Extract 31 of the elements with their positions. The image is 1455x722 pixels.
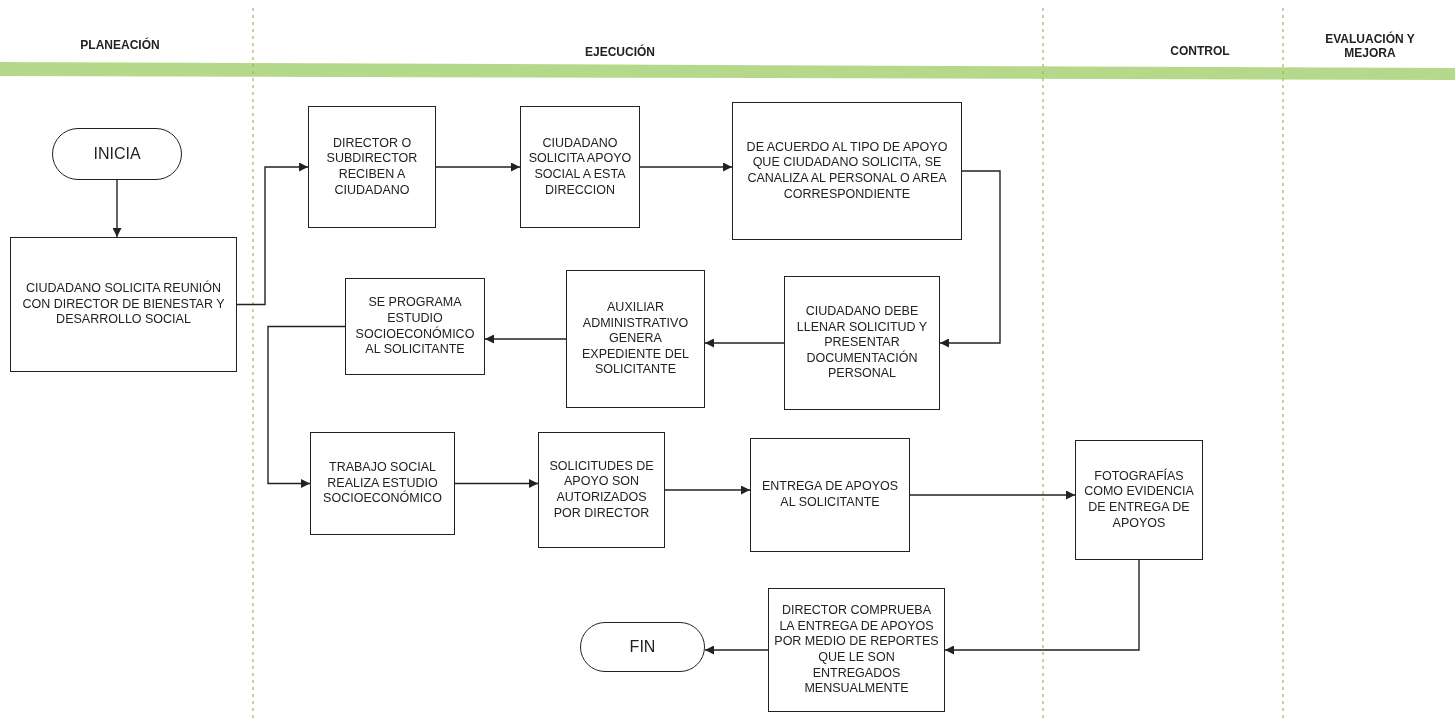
process-box: DE ACUERDO AL TIPO DE APOYO QUE CIUDADANO SOLICITA, SE CANALIZA AL PERSONAL O AREA CORRESPONDIENTE	[732, 102, 962, 240]
arrow	[664, 485, 751, 495]
lane-header: EJECUCIÓN	[584, 45, 656, 59]
arrow	[236, 162, 309, 306]
arrow	[939, 170, 1001, 348]
arrow	[484, 334, 567, 344]
arrow	[267, 325, 346, 488]
arrow	[454, 479, 539, 488]
terminal-pill: INICIA	[52, 128, 182, 180]
process-box: FOTOGRAFÍAS COMO EVIDENCIA DE ENTREGA DE APOYOS	[1075, 440, 1203, 560]
arrow	[112, 179, 122, 238]
process-box: AUXILIAR ADMINISTRATIVO GENERA EXPEDIENTE DEL SOLICITANTE	[566, 270, 705, 408]
process-box: ENTREGA DE APOYOS AL SOLICITANTE	[750, 438, 910, 552]
process-box: DIRECTOR O SUBDIRECTOR RECIBEN A CIUDADANO	[308, 106, 436, 228]
process-box: SE PROGRAMA ESTUDIO SOCIOECONÓMICO AL SOLICITANTE	[345, 278, 485, 375]
arrow	[435, 162, 521, 172]
lane-header: EVALUACIÓN Y MEJORA	[1324, 32, 1416, 60]
lane-header: PLANEACIÓN	[79, 38, 161, 52]
terminal-pill: FIN	[580, 622, 705, 672]
lane-header: CONTROL	[1169, 44, 1231, 58]
arrow	[704, 338, 785, 348]
process-box: CIUDADANO DEBE LLENAR SOLICITUD Y PRESENTAR DOCUMENTACIÓN PERSONAL	[784, 276, 940, 410]
process-box: CIUDADANO SOLICITA APOYO SOCIAL A ESTA DIRECCION	[520, 106, 640, 228]
arrow	[944, 559, 1140, 655]
process-box: TRABAJO SOCIAL REALIZA ESTUDIO SOCIOECONÓMICO	[310, 432, 455, 535]
process-box: CIUDADANO SOLICITA REUNIÓN CON DIRECTOR DE BIENESTAR Y DESARROLLO SOCIAL	[10, 237, 237, 372]
process-box: SOLICITUDES DE APOYO SON AUTORIZADOS POR DIRECTOR	[538, 432, 665, 548]
process-box: DIRECTOR COMPRUEBA LA ENTREGA DE APOYOS POR MEDIO DE REPORTES QUE LE SON ENTREGADOS MENSUALMENTE	[768, 588, 945, 712]
arrow	[909, 490, 1076, 500]
arrow	[704, 645, 769, 655]
arrow	[639, 162, 733, 172]
